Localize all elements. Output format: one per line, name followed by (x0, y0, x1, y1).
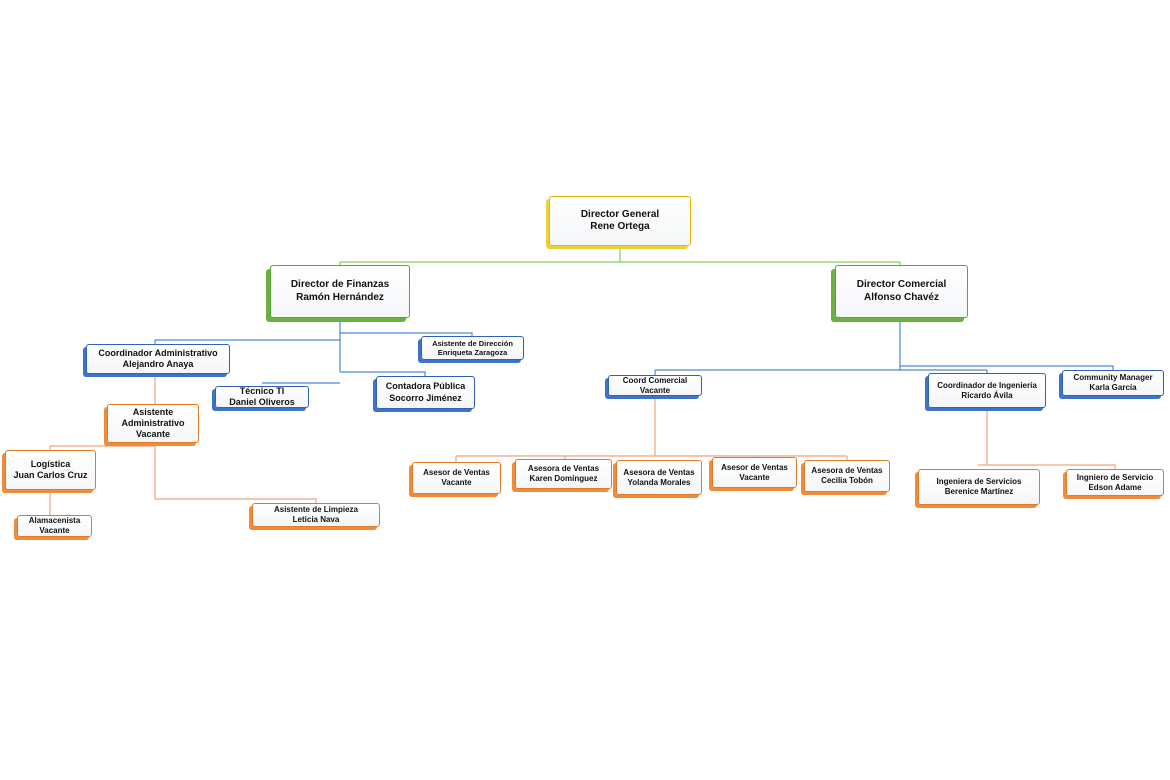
node-person: Edson Adame (1088, 482, 1142, 492)
node-director-general[interactable]: Director General Rene Ortega (549, 196, 691, 246)
node-title: Contadora Pública (385, 381, 466, 392)
node-title: Asistente Administrativo (121, 406, 185, 428)
node-title: Asesora de Ventas (623, 467, 695, 477)
node-person: Karla García (1089, 383, 1137, 392)
node-title: Community Manager (1073, 373, 1153, 382)
node-title: Ingeniera de Servicios (936, 477, 1022, 486)
node-logistica[interactable]: Logística Juan Carlos Cruz (5, 450, 96, 490)
node-person: Enriqueta Zaragoza (437, 348, 508, 357)
node-title: Asesora de Ventas (811, 466, 883, 475)
node-person: Vacante (39, 526, 70, 535)
node-title: Logística (30, 458, 71, 469)
node-person: Yolanda Morales (627, 477, 691, 487)
node-asesora-ventas-3[interactable]: Asesora de Ventas Yolanda Morales (616, 460, 702, 495)
node-ingeniero-servicio[interactable]: Ingniero de Servicio Edson Adame (1066, 469, 1164, 496)
node-community-manager[interactable]: Community Manager Karla García (1062, 370, 1164, 396)
node-title: Ingniero de Servicio (1076, 472, 1154, 482)
node-title: Director General (580, 208, 660, 220)
node-coord-administrativo[interactable]: Coordinador Administrativo Alejandro Ana… (86, 344, 230, 374)
node-asistente-limpieza[interactable]: Asistente de Limpieza Leticia Nava (252, 503, 380, 527)
node-title: Asesor de Ventas (423, 468, 490, 477)
node-title: Asistente de Limpieza (273, 505, 359, 514)
node-person: Rene Ortega (590, 221, 650, 232)
node-coord-ingenieria[interactable]: Coordinador de Ingeniería Ricardo Ávila (928, 373, 1046, 408)
connector-line (340, 371, 426, 376)
node-title: Asesor de Ventas (721, 462, 788, 472)
node-asistente-direccion[interactable]: Asistente de Dirección Enriqueta Zaragoz… (421, 336, 524, 360)
node-title: Coordinador Administrativo (98, 347, 218, 358)
node-person: Cecilia Tobón (821, 476, 873, 485)
node-person: Daniel Oliveros (229, 397, 295, 407)
node-asesor-ventas-1[interactable]: Asesor de Ventas Vacante (412, 462, 501, 494)
node-ingeniera-servicios[interactable]: Ingeniera de Servicios Berenice Martínez (918, 469, 1040, 505)
node-asesora-ventas-2[interactable]: Asesora de Ventas Karen Domínguez (515, 459, 612, 489)
node-title: Alamacenista (28, 516, 81, 525)
node-person: Vacante (441, 478, 472, 487)
node-contadora-publica[interactable]: Contadora Pública Socorro Jiménez (376, 376, 475, 409)
green-connectors (339, 246, 901, 266)
connector-line (900, 365, 1114, 370)
node-person: Alfonso Chavéz (863, 291, 939, 303)
node-title: Director Comercial (856, 279, 947, 290)
connector-line (340, 332, 473, 336)
connector-line (154, 443, 317, 503)
node-tecnico-ti[interactable]: Técnico TI Daniel Oliveros (215, 386, 309, 408)
node-person: Vacante (639, 385, 671, 395)
node-person: Ramón Hernández (296, 291, 384, 303)
node-person: Juan Carlos Cruz (13, 470, 88, 480)
node-asesora-ventas-5[interactable]: Asesora de Ventas Cecilia Tobón (804, 460, 890, 492)
node-person: Karen Domínguez (529, 474, 598, 483)
node-title: Coord Comercial (622, 375, 688, 385)
node-asesor-ventas-4[interactable]: Asesor de Ventas Vacante (712, 457, 797, 488)
node-almacenista[interactable]: Alamacenista Vacante (17, 515, 92, 537)
node-person: Vacante (135, 429, 171, 440)
node-title: Asistente de Dirección (432, 338, 513, 348)
node-asistente-administrativo[interactable]: Asistente Administrativo Vacante (107, 404, 199, 443)
orange-connectors (49, 374, 1116, 516)
blue-connectors (154, 318, 1114, 384)
node-coord-comercial[interactable]: Coord Comercial Vacante (608, 375, 702, 396)
node-title: Técnico TI (239, 385, 285, 396)
node-person: Socorro Jiménez (389, 392, 462, 403)
node-person: Berenice Martínez (944, 487, 1014, 496)
node-title: Coordinador de Ingeniería (937, 380, 1037, 390)
node-person: Alejandro Anaya (122, 359, 194, 369)
node-person: Leticia Nava (292, 515, 340, 524)
node-title: Director de Finanzas (290, 279, 390, 290)
node-person: Ricardo Ávila (961, 390, 1013, 400)
node-person: Vacante (739, 472, 770, 482)
node-director-finanzas[interactable]: Director de Finanzas Ramón Hernández (270, 265, 410, 318)
connector-line (978, 464, 1116, 469)
node-title: Asesora de Ventas (527, 464, 600, 473)
node-director-comercial[interactable]: Director Comercial Alfonso Chavéz (835, 265, 968, 318)
